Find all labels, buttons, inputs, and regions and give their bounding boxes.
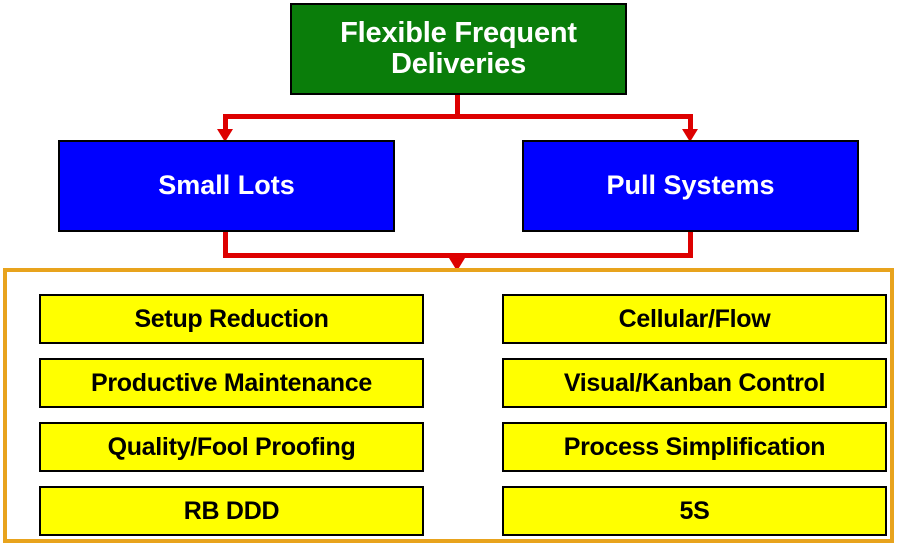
chip-visual-kanban-control: Visual/Kanban Control xyxy=(502,358,887,408)
connector-branch-right-bottom xyxy=(688,232,693,258)
arrowhead-to-pull-systems xyxy=(682,129,698,142)
arrowhead-to-practices-panel xyxy=(449,258,465,271)
node-flexible-frequent-deliveries: Flexible Frequent Deliveries xyxy=(290,3,627,95)
connector-stem-top xyxy=(455,95,460,118)
connector-branch-left-bottom xyxy=(223,232,228,258)
chip-quality-fool-proofing: Quality/Fool Proofing xyxy=(39,422,424,472)
connector-bar-top xyxy=(223,114,692,119)
chip-setup-reduction: Setup Reduction xyxy=(39,294,424,344)
connector-branch-right-top xyxy=(688,114,693,132)
arrowhead-to-small-lots xyxy=(217,129,233,142)
node-pull-systems: Pull Systems xyxy=(522,140,859,232)
chip-cellular-flow: Cellular/Flow xyxy=(502,294,887,344)
chip-rb-ddd: RB DDD xyxy=(39,486,424,536)
connector-branch-left-top xyxy=(223,114,228,132)
practices-column-right: Cellular/Flow Visual/Kanban Control Proc… xyxy=(502,294,887,536)
node-small-lots: Small Lots xyxy=(58,140,395,232)
chip-process-simplification: Process Simplification xyxy=(502,422,887,472)
practices-column-left: Setup Reduction Productive Maintenance Q… xyxy=(39,294,424,536)
connector-stem-bottom xyxy=(455,253,460,262)
chip-productive-maintenance: Productive Maintenance xyxy=(39,358,424,408)
practices-panel: Setup Reduction Productive Maintenance Q… xyxy=(3,268,894,543)
chip-5s: 5S xyxy=(502,486,887,536)
